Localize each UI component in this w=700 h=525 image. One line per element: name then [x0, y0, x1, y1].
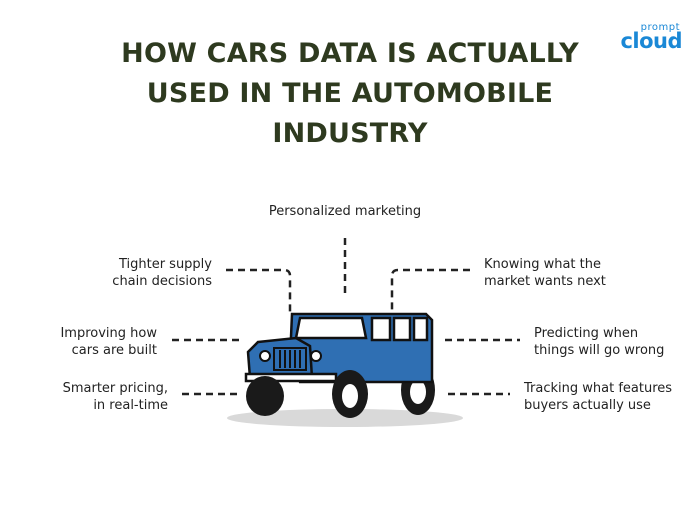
connector-lines: [172, 238, 520, 396]
label-predicting-failures: Predicting when things will go wrong: [534, 325, 694, 359]
page-title: HOW CARS DATA IS ACTUALLY USED IN THE AU…: [0, 34, 700, 154]
label-line: Knowing what the: [484, 257, 601, 272]
label-market-wants: Knowing what the market wants next: [484, 256, 654, 290]
logo-main-text: cloud: [620, 29, 682, 53]
label-line: Smarter pricing,: [62, 381, 168, 396]
label-line: chain decisions: [112, 274, 212, 289]
label-smarter-pricing: Smarter pricing, in real-time: [40, 380, 168, 414]
label-line: Predicting when: [534, 326, 639, 341]
label-line: Tighter supply: [118, 257, 212, 272]
connector-supply: [226, 268, 292, 312]
label-line: Improving how: [60, 326, 157, 341]
label-improving-cars: Improving how cars are built: [40, 325, 157, 359]
label-line: buyers actually use: [524, 398, 651, 413]
logo-top-text: prompt: [640, 22, 680, 33]
label-line: market wants next: [484, 274, 606, 289]
label-line: cars are built: [71, 343, 157, 358]
label-line: Personalized marketing: [268, 204, 422, 219]
promptcloud-logo: prompt cloud: [614, 22, 684, 54]
title-line-2: USED IN THE AUTOMOBILE: [146, 78, 554, 109]
title-line-1: HOW CARS DATA IS ACTUALLY: [121, 38, 579, 69]
label-line: in real-time: [93, 398, 168, 413]
label-line: Tracking what features: [524, 381, 673, 396]
label-line: things will go wrong: [534, 343, 665, 358]
title-line-3: INDUSTRY: [272, 118, 428, 149]
label-supply-chain: Tighter supply chain decisions: [60, 256, 212, 290]
jeep-car-icon: [227, 312, 463, 427]
connector-market: [390, 268, 470, 310]
label-tracking-features: Tracking what features buyers actually u…: [524, 380, 694, 414]
label-personalized-marketing: Personalized marketing: [240, 203, 450, 220]
